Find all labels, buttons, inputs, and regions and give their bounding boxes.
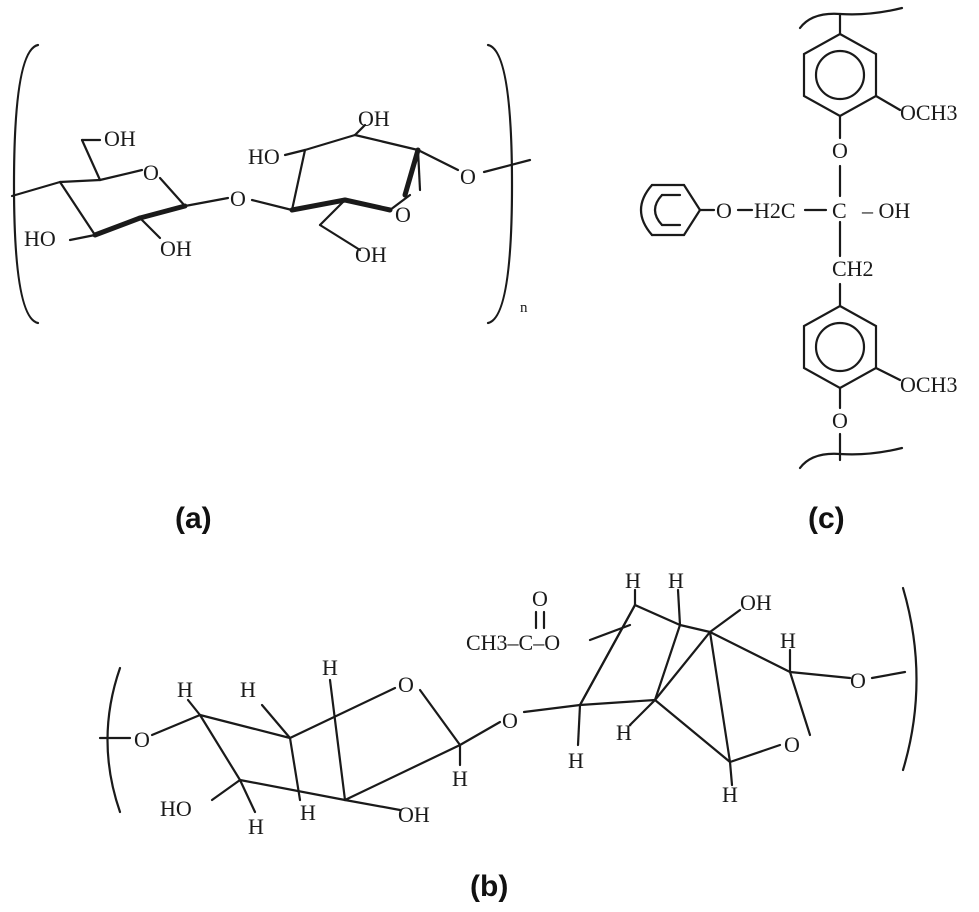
atom-c-ether-o-top: O xyxy=(832,138,848,163)
atom-a-ring-o-left: O xyxy=(143,160,159,185)
atom-b-h-bottom-right: H xyxy=(722,782,738,807)
panel-c-top-ring xyxy=(802,32,878,118)
atom-b-carbonyl-o: O xyxy=(532,586,548,611)
atom-c-methoxy-top: OCH3 xyxy=(900,100,957,125)
panel-a-repeat-index: n xyxy=(520,300,528,316)
atom-a-oh-top-right: OH xyxy=(358,106,390,131)
atom-b-oh-bottom: OH xyxy=(398,802,430,827)
atom-b-h-top1: H xyxy=(625,568,641,593)
atom-a-oh-top-left: OH xyxy=(104,126,136,151)
atom-a-ho-left: HO xyxy=(24,226,56,251)
atom-b-h-l2: H xyxy=(240,677,256,702)
atom-c-left-o: O xyxy=(716,198,732,223)
atom-b-ring-o-right: O xyxy=(784,732,800,757)
atom-b-acetyl-group: CH3–C–O xyxy=(466,630,560,655)
atom-c-methoxy-bottom: OCH3 xyxy=(900,372,957,397)
atom-a-ring-o-right: O xyxy=(395,202,411,227)
atom-b-bridge-o: O xyxy=(502,708,518,733)
atom-b-ring-o-left: O xyxy=(398,672,414,697)
panel-c-lignin: OCH3 O O H2C C – OH CH2 OCH3 O (c) xyxy=(639,6,957,535)
panel-c-top-cut xyxy=(798,6,904,30)
atom-b-h-anomeric: H xyxy=(452,766,468,791)
atom-a-ho-right: HO xyxy=(248,144,280,169)
atom-b-end-o-right: O xyxy=(850,668,866,693)
atom-b-end-o-left: O xyxy=(134,727,150,752)
panel-b-right-bracket xyxy=(901,586,918,772)
atom-c-carbon: C xyxy=(832,198,847,223)
atom-c-oh: – OH xyxy=(861,198,910,223)
atom-b-h-l3: H xyxy=(322,655,338,680)
atom-a-oh-left-bottom: OH xyxy=(160,236,192,261)
atom-a-bridge-o: O xyxy=(230,186,246,211)
atom-b-h-b2: H xyxy=(300,800,316,825)
panel-b-hemicellulose: O H H H O H HO H H OH O xyxy=(98,568,918,903)
atom-c-ch2: CH2 xyxy=(832,256,874,281)
panel-b-left-bracket xyxy=(106,666,122,814)
atom-b-h-l1: H xyxy=(177,677,193,702)
panel-a-right-bracket xyxy=(486,43,514,325)
atom-b-h-mid1: H xyxy=(568,748,584,773)
atom-c-ether-o-bottom: O xyxy=(832,408,848,433)
panel-a-cellulose: n OH O HO OH O OH HO xyxy=(10,43,532,535)
panel-a-caption: (a) xyxy=(175,502,212,535)
atom-b-h-right: H xyxy=(780,628,796,653)
panel-c-bottom-ring xyxy=(802,304,878,390)
panel-c-bottom-cut xyxy=(798,446,904,470)
atom-b-h-b1: H xyxy=(248,814,264,839)
atom-b-oh-top: OH xyxy=(740,590,772,615)
atom-b-h-mid2: H xyxy=(616,720,632,745)
atom-c-h2c: H2C xyxy=(754,198,796,223)
atom-b-ho-bottom: HO xyxy=(160,796,192,821)
atom-a-oh-right-bottom: OH xyxy=(355,242,387,267)
atom-a-end-o: O xyxy=(460,164,476,189)
panel-b-caption: (b) xyxy=(470,870,508,903)
panel-c-caption: (c) xyxy=(808,502,845,535)
atom-b-h-top2: H xyxy=(668,568,684,593)
panel-a-left-bracket xyxy=(12,43,40,325)
